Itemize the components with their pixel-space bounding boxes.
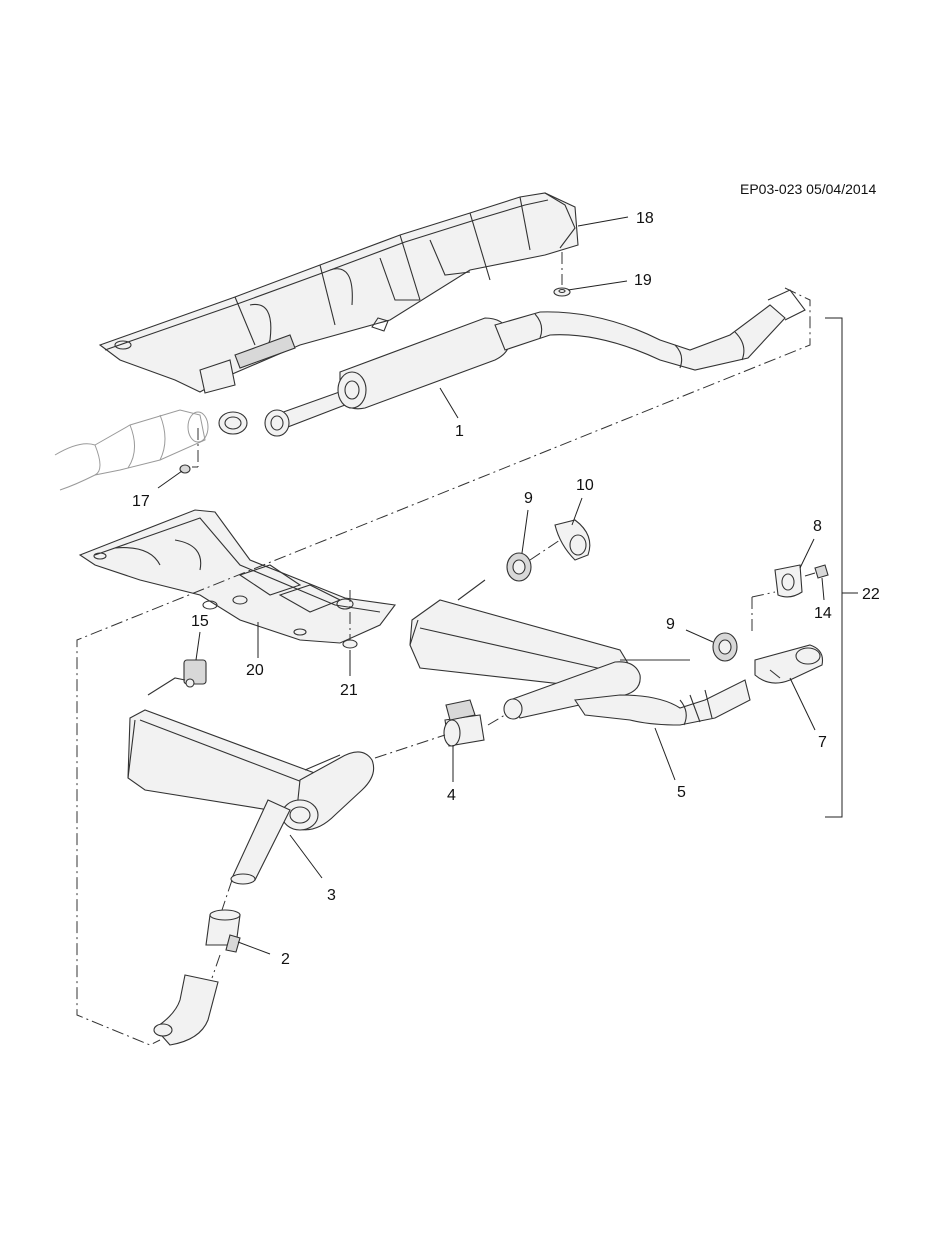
callout-3: 3 (327, 887, 336, 904)
assembly-outline (76, 287, 811, 1046)
heat-shield-upper (98, 192, 579, 394)
clamp-2 (205, 879, 241, 953)
tail-pipe-trim (754, 644, 824, 684)
callouts: 1 2 3 4 5 7 8 9 9 10 14 15 17 18 19 20 2… (132, 210, 880, 968)
callout-1: 1 (455, 423, 464, 440)
callout-15: 15 (191, 613, 209, 630)
centre-muffler (127, 709, 375, 885)
rubber-insulator-9a (506, 552, 532, 582)
clamp-4 (374, 699, 511, 759)
nut-21 (342, 639, 358, 649)
rear-muffler (409, 579, 751, 726)
callout-17: 17 (132, 493, 150, 510)
flange-gasket (218, 411, 248, 435)
assembly-bracket-22 (825, 317, 858, 818)
callout-22: 22 (862, 586, 880, 603)
rubber-hanger-15 (147, 659, 207, 696)
front-pipe-resonator (264, 289, 806, 437)
document-code: EP03-023 05/04/2014 (740, 181, 877, 197)
tail-pipe-lower (153, 954, 221, 1046)
callout-10: 10 (576, 477, 594, 494)
callout-21: 21 (340, 682, 358, 699)
heat-shield-lower (78, 509, 396, 644)
callout-19: 19 (634, 272, 652, 289)
leader-lines (157, 216, 825, 955)
nut-19 (553, 252, 571, 297)
nut-17 (179, 428, 199, 474)
callout-8: 8 (813, 518, 822, 535)
rubber-insulator-9b (712, 632, 738, 662)
callout-18: 18 (636, 210, 654, 227)
catalytic-converter-phantom (54, 409, 209, 491)
callout-2: 2 (281, 951, 290, 968)
callout-4: 4 (447, 787, 456, 804)
callout-9-lower: 9 (666, 616, 675, 633)
bracket-10 (529, 519, 591, 561)
bolt-14 (804, 564, 829, 579)
callout-7: 7 (818, 734, 827, 751)
callout-9-upper: 9 (524, 490, 533, 507)
callout-20: 20 (246, 662, 264, 679)
callout-5: 5 (677, 784, 686, 801)
callout-14: 14 (814, 605, 832, 622)
bracket-8 (751, 564, 803, 632)
